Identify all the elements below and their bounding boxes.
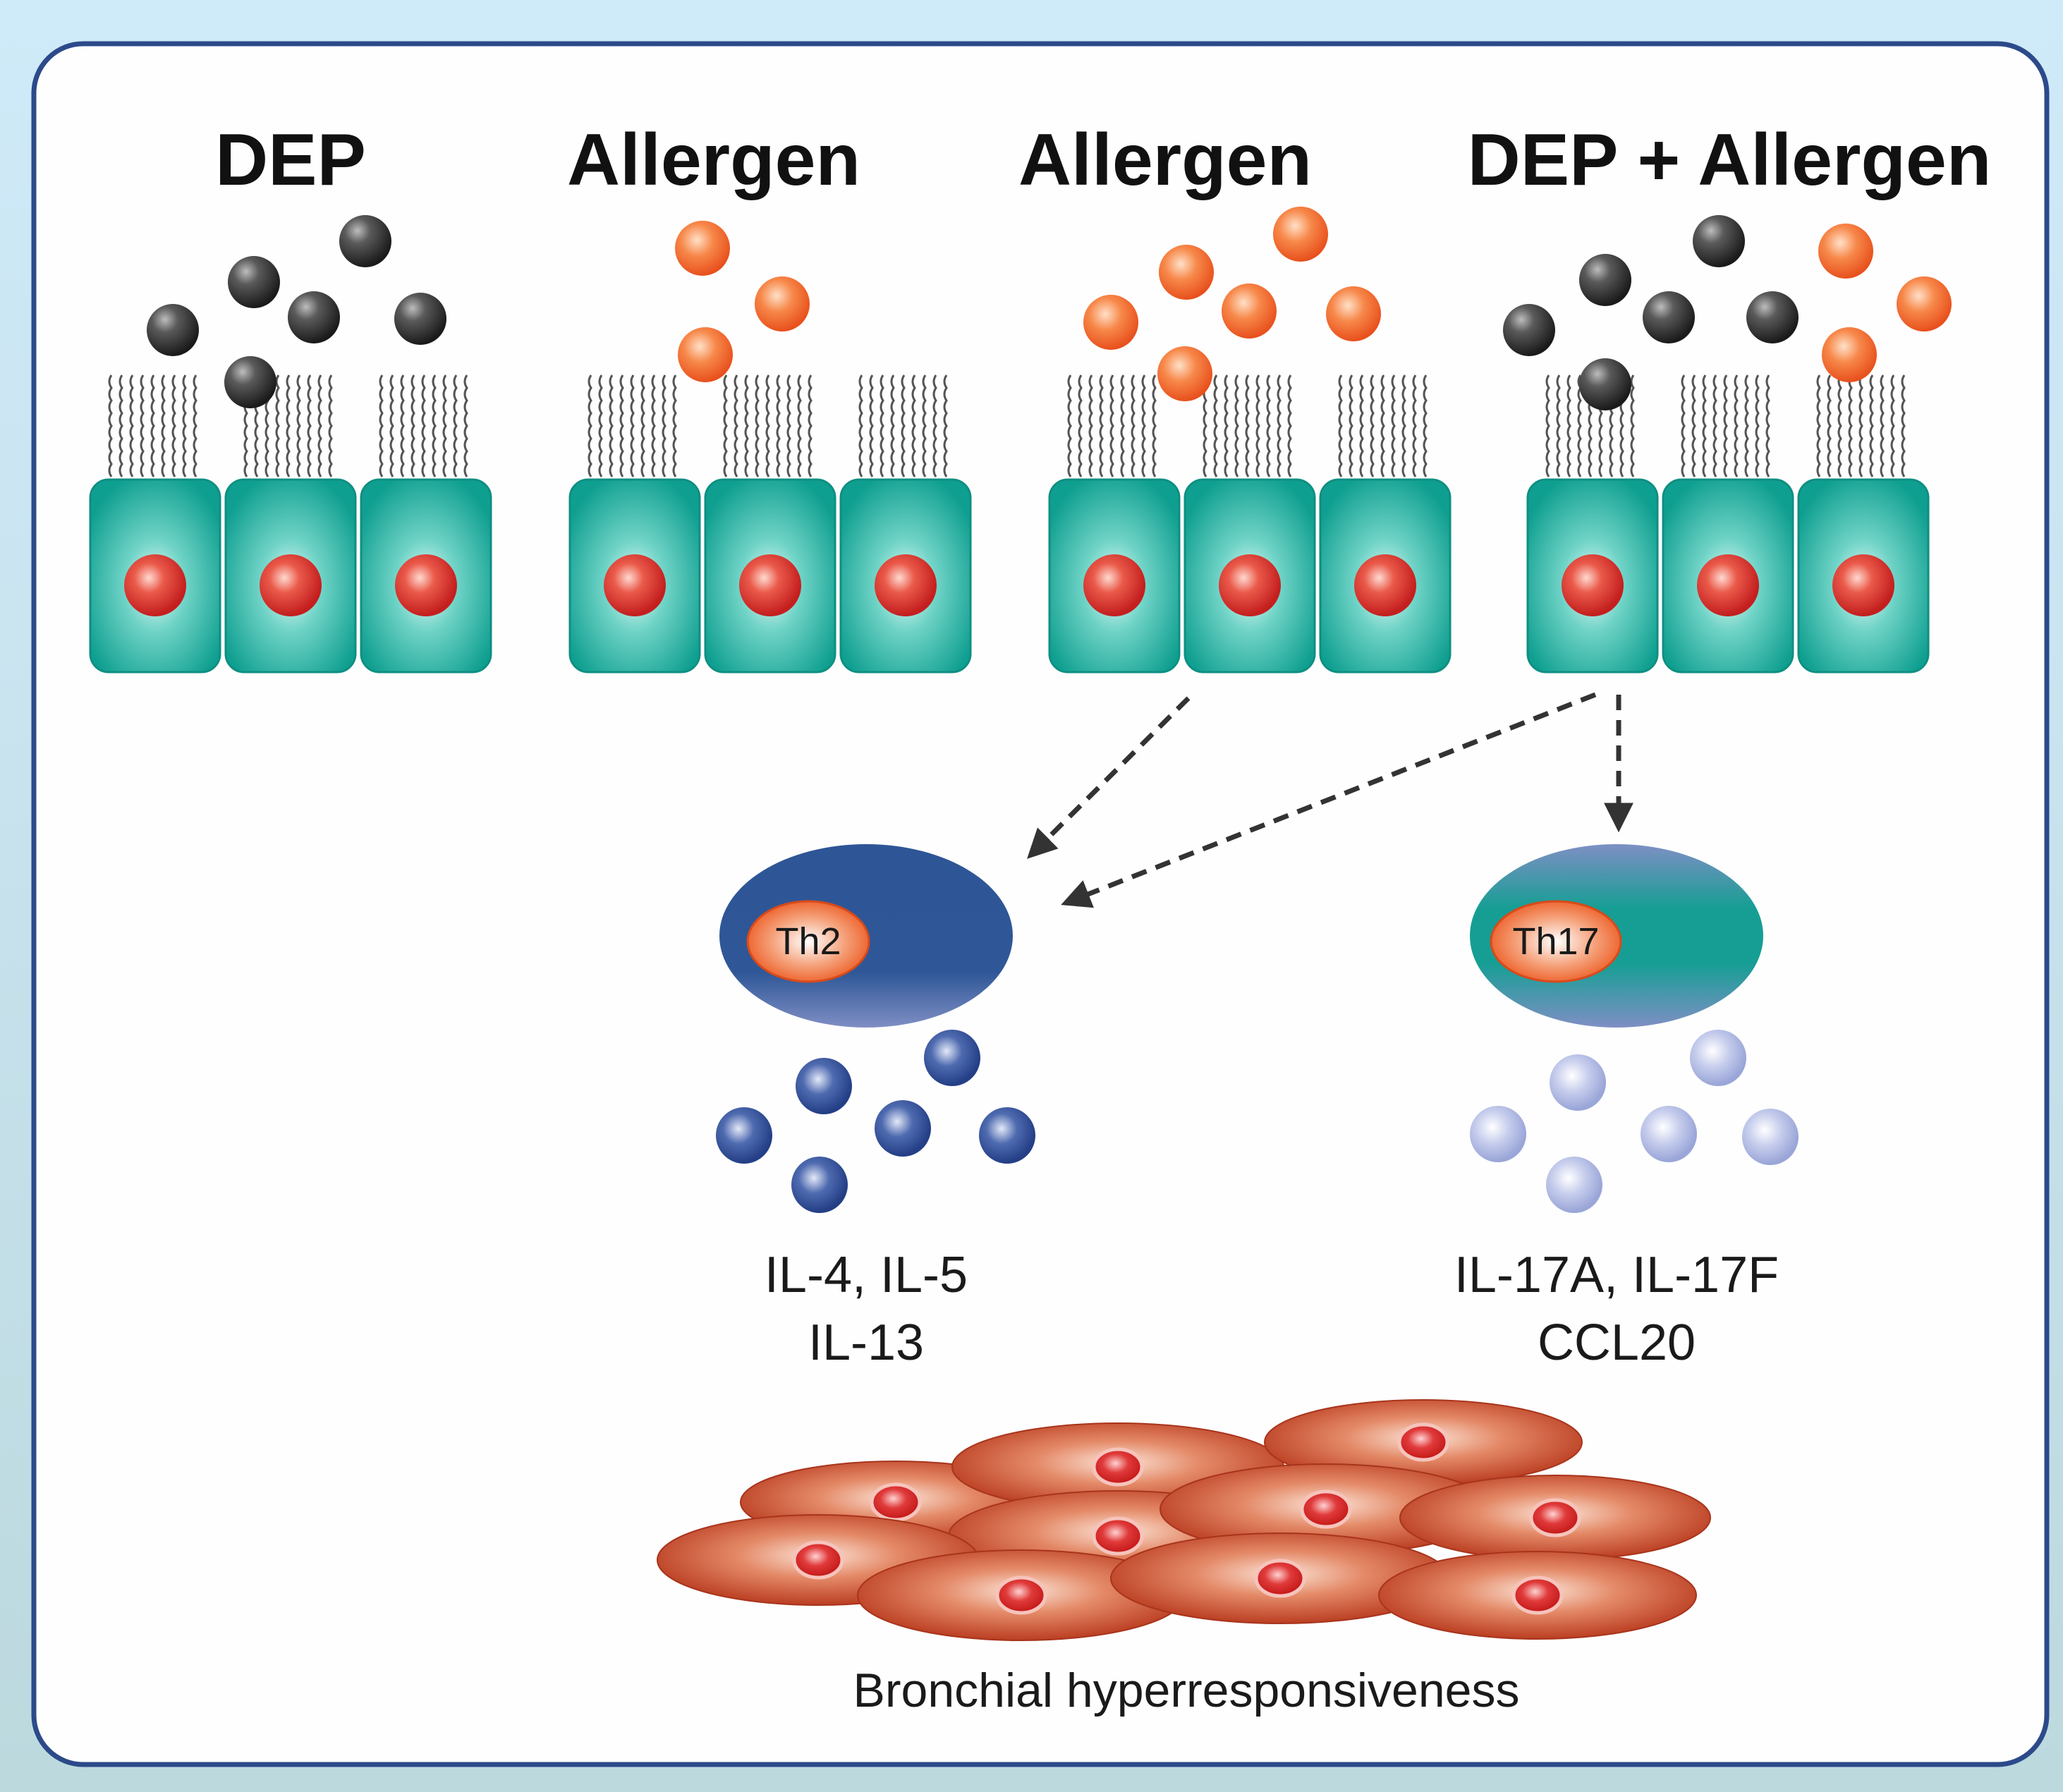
th17-label-oval — [1490, 900, 1622, 983]
allergen-particle — [675, 221, 730, 276]
th2-cytokine — [716, 1107, 772, 1164]
panel-title-allergen-1: Allergen — [567, 119, 860, 201]
allergen-particle — [755, 276, 810, 331]
th2-cytokines-line2: IL-13 — [808, 1315, 924, 1371]
cilia-tuft — [1067, 374, 1157, 477]
dep-particle — [1643, 291, 1695, 343]
cilia-tuft — [588, 374, 677, 477]
th17-cell: Th17 — [1470, 844, 1763, 1028]
dep-particle — [1693, 215, 1745, 267]
dep-particle — [228, 256, 280, 308]
th17-cytokines-line1: IL-17A, IL-17F — [1454, 1247, 1779, 1303]
arrow-allergen-to-th2 — [1027, 696, 1191, 859]
th17-cytokine — [1742, 1109, 1799, 1165]
dep-particle — [147, 304, 199, 356]
cilia-layer — [108, 374, 1906, 477]
muscle-cell-nucleus — [1511, 1575, 1564, 1615]
th17-cytokine — [1690, 1030, 1746, 1086]
cell-nucleus — [1083, 554, 1145, 616]
cilia-tuft — [858, 374, 948, 477]
cell-nucleus — [1697, 554, 1759, 616]
th2-cytokine — [979, 1107, 1035, 1164]
dep-particle — [339, 215, 391, 267]
allergen-particle — [1273, 207, 1328, 262]
th17-label: Th17 — [1512, 920, 1599, 963]
th2-cell: Th2 — [719, 844, 1013, 1028]
muscle-cell-nucleus — [1529, 1498, 1581, 1537]
epithelial-layer — [89, 478, 1930, 673]
muscle-cell-nucleus — [1092, 1447, 1144, 1487]
cell-nucleus — [1219, 554, 1281, 616]
dep-particle — [288, 291, 340, 343]
cell-nucleus — [875, 554, 937, 616]
muscle-cell-nucleus — [1397, 1422, 1449, 1462]
dep-particle — [1746, 291, 1799, 343]
dep-particle — [394, 293, 446, 345]
allergen-particle — [1083, 295, 1138, 350]
allergen-particle — [678, 327, 733, 382]
cilia-tuft — [1203, 374, 1292, 477]
panel-title-dep-allergen: DEP + Allergen — [1468, 119, 1992, 201]
cilia-tuft — [108, 374, 197, 477]
muscle-cell-nucleus — [1092, 1516, 1144, 1556]
cell-nucleus — [260, 554, 322, 616]
th2-cytokines-line1: IL-4, IL-5 — [765, 1247, 968, 1303]
muscle-cell-nucleus — [792, 1540, 844, 1580]
panel-title-dep: DEP — [215, 119, 366, 201]
dep-particle — [1579, 358, 1631, 410]
cytokine-layer — [716, 1030, 1799, 1213]
dep-particle — [224, 356, 276, 408]
cell-nucleus — [395, 554, 457, 616]
cell-nucleus — [1832, 554, 1894, 616]
muscle-cell-nucleus — [995, 1575, 1047, 1615]
th2-cytokine — [924, 1030, 980, 1086]
signal-arrows — [1027, 692, 1633, 908]
allergen-particle — [1897, 276, 1952, 331]
cell-nucleus — [604, 554, 666, 616]
allergen-particle — [1822, 327, 1877, 382]
th2-label-oval — [746, 900, 870, 983]
th17-cytokine — [1550, 1054, 1606, 1111]
th17-cytokine — [1641, 1106, 1697, 1162]
allergen-particle — [1326, 286, 1381, 341]
cell-nucleus — [739, 554, 801, 616]
dep-particle — [1503, 304, 1555, 356]
particle-layer — [147, 207, 1952, 410]
panel-title-allergen-2: Allergen — [1018, 119, 1312, 201]
cell-nucleus — [1562, 554, 1624, 616]
cilia-tuft — [723, 374, 813, 477]
th17-cytokine — [1470, 1106, 1526, 1162]
allergen-particle — [1159, 245, 1214, 300]
cilia-tuft — [1681, 374, 1770, 477]
th2-cytokine — [796, 1058, 852, 1114]
muscle-cell-nucleus — [1254, 1559, 1306, 1598]
cell-nucleus — [1354, 554, 1416, 616]
muscle-cell-nucleus — [870, 1482, 922, 1522]
cilia-tuft — [1338, 374, 1428, 477]
smooth-muscle-cells — [657, 1399, 1711, 1641]
th2-cytokine — [875, 1100, 931, 1157]
dep-particle — [1579, 254, 1631, 306]
cell-nucleus — [124, 554, 186, 616]
diagram-frame — [31, 41, 2050, 1767]
muscle-cell-nucleus — [1300, 1489, 1352, 1529]
allergen-particle — [1222, 284, 1277, 339]
th2-cytokine — [791, 1157, 848, 1213]
th2-label: Th2 — [775, 920, 841, 963]
arrow-mixed-to-th2 — [1061, 692, 1597, 908]
th17-cytokine — [1546, 1157, 1602, 1213]
cilia-tuft — [379, 374, 468, 477]
allergen-particle — [1157, 346, 1212, 401]
th17-cytokines-line2: CCL20 — [1538, 1315, 1696, 1371]
cilia-tuft — [1816, 374, 1906, 477]
outcome-caption: Bronchial hyperresponsiveness — [853, 1664, 1520, 1717]
allergen-particle — [1818, 224, 1873, 279]
